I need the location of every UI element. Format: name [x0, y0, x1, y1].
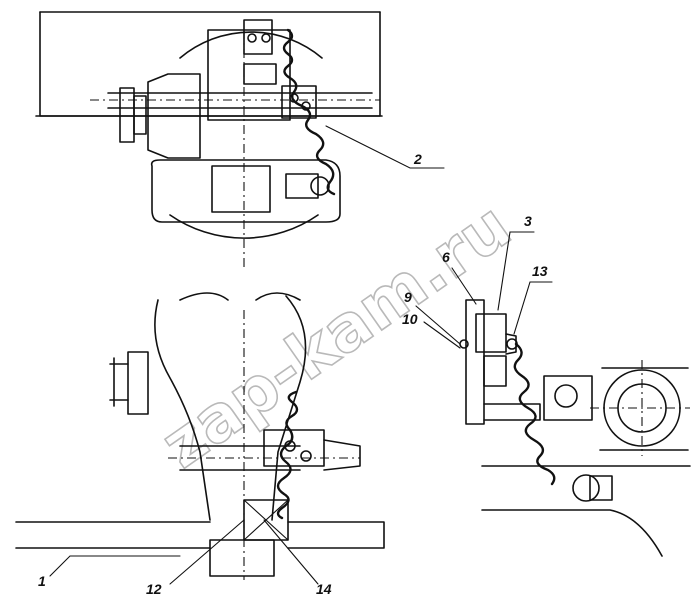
leader-line-12 — [169, 519, 245, 585]
callout-9: 9 — [404, 289, 412, 305]
top-sensor-body — [243, 63, 277, 85]
br-wheel-housing — [599, 367, 689, 451]
bl-hub-shaft — [109, 357, 129, 407]
bottom-right-assembly — [415, 231, 691, 557]
top-sensor-bracket — [243, 19, 273, 55]
top-connector-block — [281, 85, 317, 119]
callout-6: 6 — [442, 249, 450, 265]
bl-hub-flange — [127, 351, 149, 415]
br-pivot-circle — [554, 384, 578, 408]
callout-13: 13 — [532, 263, 548, 279]
top-lower-drum — [150, 159, 341, 223]
bl-wheel-top-arcs — [179, 292, 301, 301]
br-sensor-cable — [513, 342, 556, 486]
br-wheel-axis — [590, 360, 690, 456]
br-beam-block — [589, 475, 613, 501]
top-drum-sensor-head — [310, 176, 330, 196]
callout-3: 3 — [524, 213, 532, 229]
bl-connector-nose — [323, 439, 361, 471]
top-drum-sensor — [285, 173, 319, 199]
top-shaft-flange — [119, 87, 135, 143]
top-drum-window — [211, 165, 271, 213]
callout-1: 1 — [38, 573, 46, 589]
leader-line-2 — [325, 125, 445, 169]
br-pivot-housing — [543, 375, 593, 421]
leader-line-3 — [497, 231, 535, 311]
leader-line-10 — [423, 321, 461, 349]
bl-clamp-cross — [243, 499, 289, 541]
leader-line-14 — [263, 519, 319, 585]
br-beam-bushing — [572, 474, 600, 502]
top-wheel-upper-arc — [179, 31, 323, 59]
bl-wheel-left-edge — [154, 299, 211, 521]
bottom-left-assembly — [15, 292, 385, 585]
leader-line-9 — [415, 305, 461, 345]
leader-line-1 — [49, 555, 181, 577]
top-view-assembly — [35, 11, 445, 270]
top-wheel-lower-arc — [169, 214, 319, 239]
leader-line-13 — [513, 281, 553, 335]
bl-fork-base — [209, 539, 275, 577]
br-mounting-plate — [465, 299, 485, 425]
br-bracket-arm — [483, 403, 541, 421]
br-sensor-body — [475, 313, 507, 353]
top-shaft — [107, 92, 373, 109]
br-sensor-base — [483, 355, 507, 387]
top-bolt-left — [247, 33, 257, 43]
leader-line-6 — [451, 267, 477, 305]
top-hub-housing — [147, 73, 201, 159]
bl-connector-body — [263, 429, 325, 467]
bl-sensor-cable — [276, 390, 299, 520]
top-bolt-right — [261, 33, 271, 43]
bl-wheel-right-edge — [271, 295, 307, 521]
callout-12: 12 — [146, 581, 162, 597]
callout-14: 14 — [316, 581, 332, 597]
top-sensor-cable — [282, 28, 336, 196]
bl-frame-rail — [15, 521, 385, 549]
top-sensor-housing — [207, 29, 291, 121]
bl-connector-pin-b — [300, 450, 312, 462]
callout-2: 2 — [413, 151, 422, 167]
callout-10: 10 — [402, 311, 418, 327]
br-lower-beam — [481, 465, 691, 557]
top-shaft-collar — [133, 95, 147, 135]
bl-axle — [179, 445, 301, 471]
watermark-text: zap-kam.ru — [149, 189, 525, 483]
